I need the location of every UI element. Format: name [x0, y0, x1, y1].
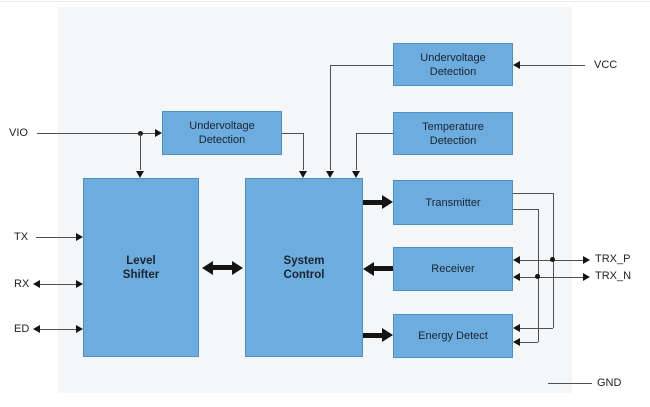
- block-label: Control: [283, 268, 325, 281]
- connector-uvdvcc-out-h: [330, 65, 393, 66]
- port-label-trx-n: TRX_N: [595, 270, 632, 282]
- block-level-shifter: Level Shifter: [83, 178, 199, 357]
- thick-arrowhead-to-level-shifter-icon: [202, 261, 213, 275]
- arrowhead-rx-out-icon: [33, 280, 40, 288]
- block-label: Level: [126, 254, 156, 267]
- block-label: Detection: [429, 134, 477, 147]
- arrowhead-vcc-into-uvd-icon: [513, 61, 520, 69]
- block-temperature-detection: Temperature Detection: [393, 112, 513, 155]
- connector-temp-out-v: [356, 133, 357, 170]
- thick-bus-systemcontrol-energydetect: [363, 333, 383, 338]
- block-undervoltage-detection-vcc: Undervoltage Detection: [393, 43, 513, 86]
- connector-ed-line: [40, 329, 76, 330]
- arrowhead-trxp-out-icon: [583, 256, 590, 264]
- junction-dot-trxn: [535, 274, 540, 279]
- arrowhead-ed-into-level-shifter-icon: [76, 325, 83, 333]
- arrowhead-trxp-into-receiver-icon: [513, 256, 520, 264]
- port-label-rx: RX: [14, 278, 30, 290]
- block-label: Energy Detect: [418, 330, 488, 342]
- connector-temp-out-h: [356, 133, 393, 134]
- thick-arrowhead-from-receiver-icon: [363, 262, 374, 276]
- arrowhead-temp-into-system-control-icon: [352, 171, 360, 178]
- thick-bus-receiver-systemcontrol: [373, 266, 393, 271]
- block-transmitter: Transmitter: [393, 180, 513, 225]
- arrowhead-uvdvio-into-system-control-icon: [299, 171, 307, 178]
- block-label: Transmitter: [425, 196, 481, 209]
- junction-dot-trxp: [550, 257, 555, 262]
- arrowhead-vio-into-uvd-icon: [155, 129, 162, 137]
- block-undervoltage-detection-vio: Undervoltage Detection: [162, 111, 282, 155]
- thick-bus-levelshifter-systemcontrol: [212, 265, 232, 270]
- connector-vcc-line: [520, 65, 585, 66]
- port-label-trx-p: TRX_P: [595, 253, 631, 265]
- connector-uvdvio-out-v: [303, 133, 304, 170]
- arrowhead-into-energy-lower-icon: [513, 338, 520, 346]
- port-label-ed: ED: [14, 323, 30, 335]
- block-label: Undervoltage: [189, 120, 255, 132]
- thick-arrowhead-to-system-control-icon: [232, 261, 243, 275]
- connector-vio-line: [37, 133, 155, 134]
- port-label-gnd: GND: [597, 377, 622, 389]
- connector-uvdvcc-out-v: [330, 65, 331, 170]
- connector-vio-branch: [140, 133, 141, 170]
- port-label-vcc: VCC: [594, 59, 618, 71]
- connector-tx-out1-to-energy: [520, 328, 553, 329]
- block-receiver: Receiver: [393, 247, 513, 291]
- block-label: Shifter: [122, 268, 160, 281]
- block-label: Temperature: [422, 120, 484, 133]
- block-label: Detection: [429, 65, 477, 78]
- arrowhead-tx-into-level-shifter-icon: [76, 233, 83, 241]
- port-label-vio: VIO: [9, 127, 28, 139]
- top-hairline: [0, 1, 650, 2]
- connector-trxn-line: [520, 277, 583, 278]
- connector-rx-line: [40, 284, 76, 285]
- connector-tx-line: [36, 237, 76, 238]
- connector-uvdvio-out-h: [282, 133, 303, 134]
- arrowhead-rx-into-level-shifter-icon: [76, 280, 83, 288]
- block-label: Detection: [198, 134, 246, 146]
- thick-bus-systemcontrol-transmitter: [363, 200, 383, 205]
- arrowhead-ed-out-icon: [33, 325, 40, 333]
- arrowhead-into-energy-upper-icon: [513, 324, 520, 332]
- connector-gnd-line: [548, 383, 592, 384]
- port-label-tx: TX: [14, 231, 29, 243]
- connector-tx-out1-h: [513, 193, 553, 194]
- block-system-control: System Control: [245, 178, 363, 357]
- thick-arrowhead-to-energy-detect-icon: [382, 328, 393, 342]
- block-label: System: [283, 254, 325, 267]
- arrowhead-uvdvcc-into-system-control-icon: [326, 171, 334, 178]
- connector-tx-out2-to-energy: [520, 342, 538, 343]
- thick-arrowhead-to-transmitter-icon: [382, 195, 393, 209]
- connector-tx-out2-h: [513, 209, 538, 210]
- arrowhead-vio-into-level-shifter-icon: [136, 171, 144, 178]
- block-label: Undervoltage: [420, 51, 486, 64]
- block-energy-detect: Energy Detect: [393, 314, 513, 358]
- arrowhead-trxn-into-receiver-icon: [513, 273, 520, 281]
- arrowhead-trxn-out-icon: [583, 273, 590, 281]
- block-label: Receiver: [431, 263, 475, 275]
